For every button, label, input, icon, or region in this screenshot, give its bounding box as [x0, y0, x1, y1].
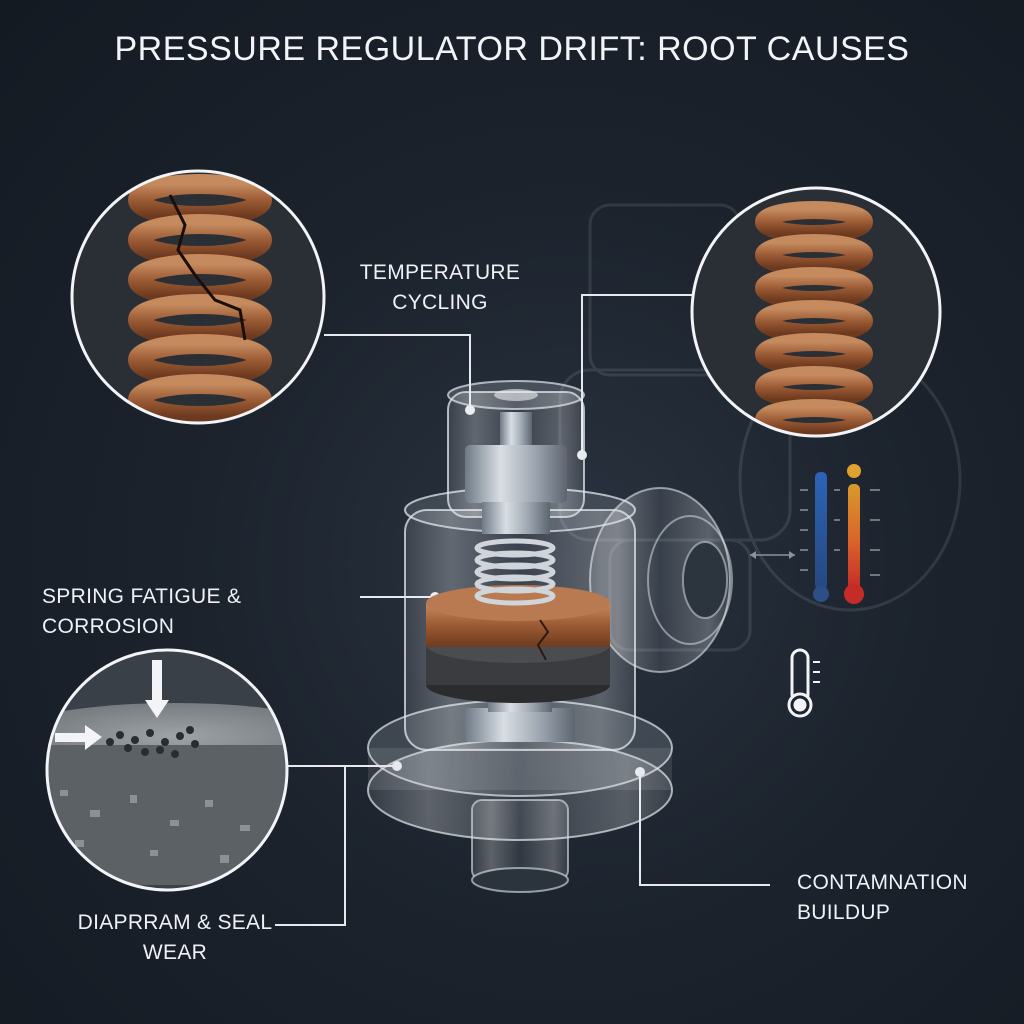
regulator-body [367, 380, 733, 893]
callout-diaphragm-line1: DIAPRRAM & SEAL [77, 911, 273, 934]
callout-temperature-line2: CYCLING [392, 291, 488, 314]
contaminated-seal-disc-icon [45, 648, 289, 892]
thermometer-icon [787, 648, 820, 718]
thermometer-gauges-icon [750, 464, 880, 604]
callout-temperature-line1: TEMPERATURE [359, 261, 521, 284]
callout-spring-fatigue: SPRING FATIGUE & CORROSION [42, 585, 242, 638]
callout-contamination-line1: CONTAMNATION [797, 871, 968, 894]
page-title: PRESSURE REGULATOR DRIFT: ROOT CAUSES [114, 30, 910, 68]
callout-temperature-cycling: TEMPERATURE CYCLING [350, 258, 530, 318]
callout-contamination-buildup: CONTAMNATION BUILDUP [797, 868, 997, 928]
callout-contamination-line2: BUILDUP [797, 901, 891, 924]
rusty-spring-icon [690, 186, 942, 438]
callout-diaphragm-line2: WEAR [142, 941, 208, 964]
cracked-rusty-spring-icon [70, 169, 326, 425]
callout-diaphragm-seal-wear: DIAPRRAM & SEAL WEAR [70, 908, 280, 968]
